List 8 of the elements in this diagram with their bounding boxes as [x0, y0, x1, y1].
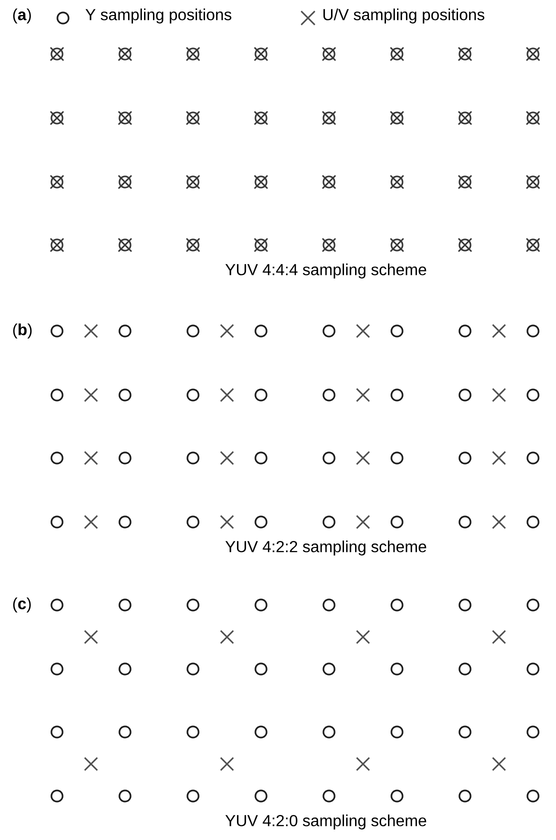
scheme-caption: YUV 4:2:0 sampling scheme — [225, 814, 426, 830]
legend-text: U/V sampling positions — [323, 8, 484, 24]
panel-label: (a) — [13, 8, 31, 24]
panel-label: (c) — [13, 598, 31, 612]
legend-text: Y sampling positions — [86, 8, 232, 24]
scheme-caption: YUV 4:2:2 sampling scheme — [225, 540, 426, 556]
panel-label: (b) — [13, 324, 32, 338]
scheme-caption: YUV 4:4:4 sampling scheme — [225, 264, 426, 278]
